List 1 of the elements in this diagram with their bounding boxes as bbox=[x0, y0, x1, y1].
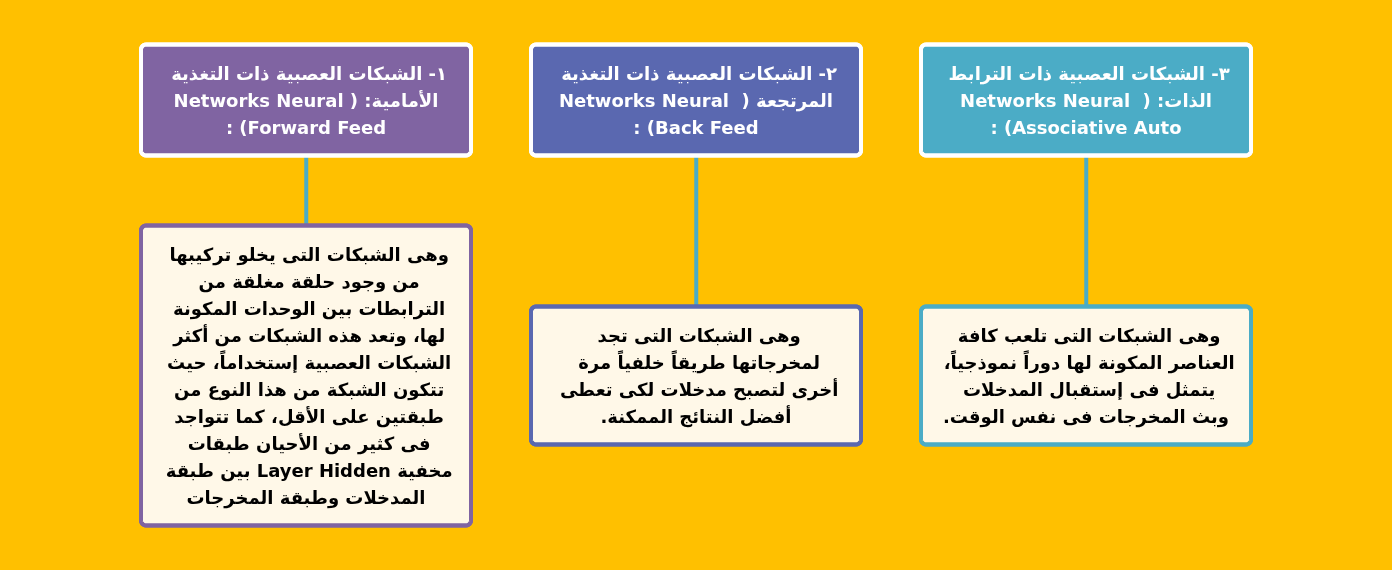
diagram: ١- الشبكات العصبية ذات التغذية الأمامية: (Networks Neural Forward Feed) : وهى الشبكات التى يخلو تركيبها من وجود حلقة مغلقة من الترابطات بين الوحدات المكونة لها، وتعد هذه الشبكات من أكثر الشبكات العصبية إستخداماً، حيث تتكون الشبكة من هذا النوع من طبقتين على الأقل، كما تتواجد فى كثير من الأحيان طبقات مخفية Layer Hidden بين طبقة المدخلات وطبقة المخرجات ٢- الشبكات العصبية ذات التغذية المرتجعة ( Networks Neural Back Feed) : وهى الشبكات التى تجد لمخرجاتها طريقاً خلفياً مرة أخرى لتصبح مدخلات لكى تعطى أفضل النتائج الممكنة. ٣- الشبكات العصبية ذات الترابط الذات: ( Networks Neural Associative Auto) : وهى الشبكات التى تلعب كافة العناصر المكونة لها دوراً نموذجياً، يتمثل فى إستقبال المدخلات وبث المخرجات فى نفس الوقت. bbox=[0, 0, 1392, 570]
